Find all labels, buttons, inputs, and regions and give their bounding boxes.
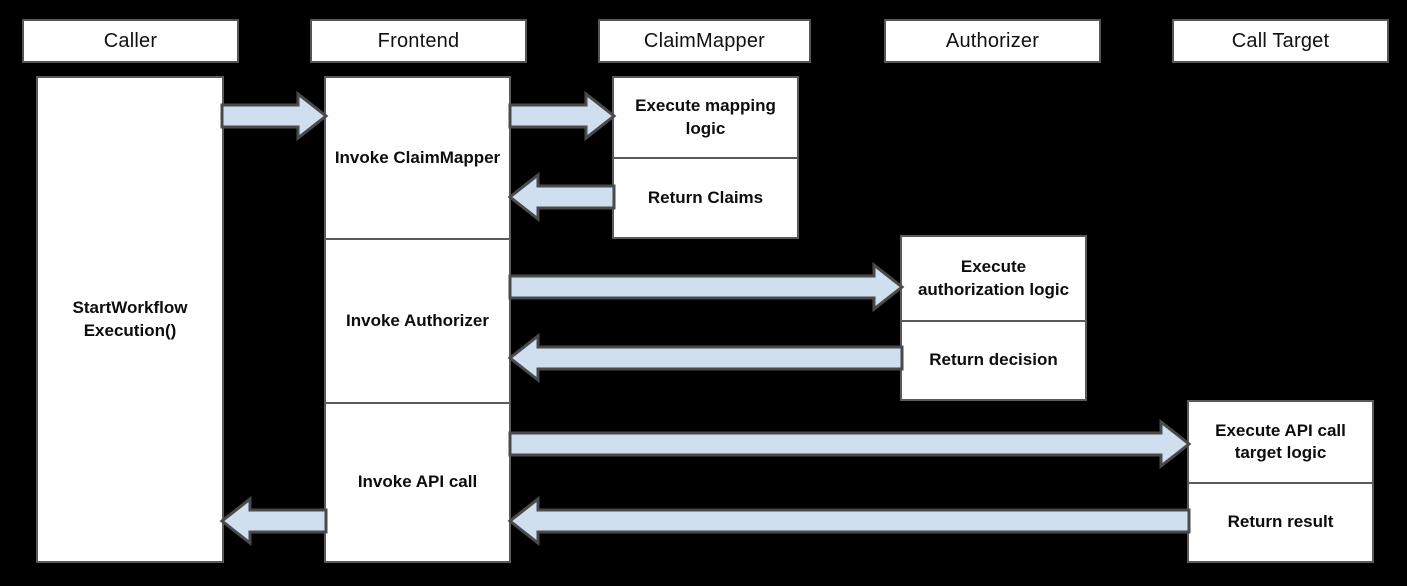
lane-title-claimmapper: ClaimMapper <box>643 29 766 52</box>
lane-header-claimmapper: ClaimMapper <box>598 19 811 63</box>
activation-frontend-segment-1: Invoke ClaimMapper <box>334 147 501 167</box>
activation-calltarget-segment-1: Execute API call target logic <box>1215 420 1346 462</box>
message-arrow-frontend-to-caller <box>219 495 328 547</box>
lane-header-caller: Caller <box>22 19 239 63</box>
activation-calltarget: Execute API call target logic Return res… <box>1187 400 1374 563</box>
activation-claimmapper-segment-1: Execute mapping logic <box>635 96 776 138</box>
message-arrow-frontend-to-calltarget <box>508 418 1192 470</box>
activation-calltarget-segment-2: Return result <box>1189 482 1372 561</box>
activation-frontend-segment-2: Invoke Authorizer <box>326 238 509 402</box>
lane-header-frontend: Frontend <box>310 19 527 63</box>
activation-authorizer: Execute authorization logic Return decis… <box>900 235 1087 401</box>
message-arrow-frontend-to-claimmapper <box>508 90 617 142</box>
activation-frontend: Invoke ClaimMapper Invoke Authorizer Inv… <box>324 76 511 563</box>
activation-authorizer-segment-1: Execute authorization logic <box>917 257 1070 299</box>
activation-frontend-segment-3: Invoke API call <box>326 402 509 561</box>
activation-claimmapper: Execute mapping logic Return Claims <box>612 76 799 239</box>
lane-title-authorizer: Authorizer <box>945 29 1040 52</box>
lane-header-authorizer: Authorizer <box>884 19 1101 63</box>
lane-title-frontend: Frontend <box>377 29 460 52</box>
lane-title-calltarget: Call Target <box>1231 29 1330 52</box>
lane-header-calltarget: Call Target <box>1172 19 1389 63</box>
message-arrow-calltarget-to-frontend <box>507 495 1191 547</box>
lane-title-caller: Caller <box>103 29 158 52</box>
message-arrow-frontend-to-authorizer <box>508 261 905 313</box>
activation-caller-segment-1: StartWorkflow Execution() <box>72 298 188 340</box>
message-arrow-caller-to-frontend <box>220 90 329 142</box>
message-arrow-authorizer-to-frontend <box>507 332 904 384</box>
activation-claimmapper-segment-2: Return Claims <box>614 157 797 237</box>
activation-authorizer-segment-2: Return decision <box>902 320 1085 399</box>
message-arrow-claimmapper-to-frontend <box>507 171 616 223</box>
activation-caller: StartWorkflow Execution() <box>36 76 224 563</box>
